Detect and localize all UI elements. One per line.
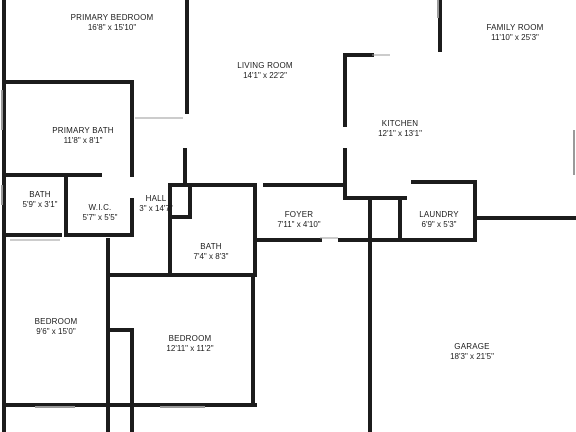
room-primary-bedroom: PRIMARY BEDROOM 16'8" x 15'10" [62,13,162,33]
room-dimensions: 11'10" x 25'3" [491,33,539,42]
room-name: W.I.C. [88,203,112,212]
room-name: GARAGE [454,342,490,351]
room-dimensions: 7'4" x 8'3" [193,252,229,261]
windows [1,0,575,408]
room-name: BATH [29,190,51,199]
room-name: BEDROOM [168,334,212,343]
room-dimensions: 5'9" x 3'1" [22,200,58,209]
room-primary-bath: PRIMARY BATH 11'8" x 8'1" [38,126,128,146]
room-dimensions: 7'11" x 4'10" [277,220,321,229]
room-foyer: FOYER 7'11" x 4'10" [268,210,330,230]
room-name: PRIMARY BEDROOM [70,13,154,22]
room-name: LIVING ROOM [237,61,293,70]
room-name: BEDROOM [34,317,78,326]
room-dimensions: 12'11" x 11'2" [166,344,214,353]
room-name: FAMILY ROOM [486,23,544,32]
door-marks [10,54,390,241]
room-wic: W.I.C. 5'7" x 5'5" [73,203,127,223]
room-dimensions: 14'1" x 22'2" [243,71,287,80]
room-bedroom-left: BEDROOM 9'6" x 15'0" [26,317,86,337]
room-dimensions: 12'1" x 13'1" [378,129,422,138]
room-name: LAUNDRY [419,210,459,219]
room-name: BATH [200,242,222,251]
room-garage: GARAGE 18'3" x 21'5" [440,342,504,362]
room-hall: HALL 3" x 14'7" [134,194,178,214]
room-name: HALL [145,194,167,203]
room-dimensions: 5'7" x 5'5" [82,213,118,222]
room-living-room: LIVING ROOM 14'1" x 22'2" [220,61,310,81]
room-kitchen: KITCHEN 12'1" x 13'1" [362,119,438,139]
room-dimensions: 9'6" x 15'0" [36,327,76,336]
room-name: FOYER [284,210,314,219]
room-name: PRIMARY BATH [52,126,114,135]
room-dimensions: 3" x 14'7" [139,204,173,213]
room-family-room: FAMILY ROOM 11'10" x 25'3" [470,23,560,43]
room-dimensions: 16'8" x 15'10" [87,23,137,32]
room-dimensions: 6'9" x 5'3" [421,220,457,229]
room-bedroom-center: BEDROOM 12'11" x 11'2" [158,334,222,354]
room-name: KITCHEN [381,119,419,128]
room-laundry: LAUNDRY 6'9" x 5'3" [412,210,466,230]
room-dimensions: 11'8" x 8'1" [63,136,103,145]
room-bath: BATH 7'4" x 8'3" [186,242,236,262]
room-bath-small: BATH 5'9" x 3'1" [14,190,66,210]
room-dimensions: 18'3" x 21'5" [450,352,494,361]
